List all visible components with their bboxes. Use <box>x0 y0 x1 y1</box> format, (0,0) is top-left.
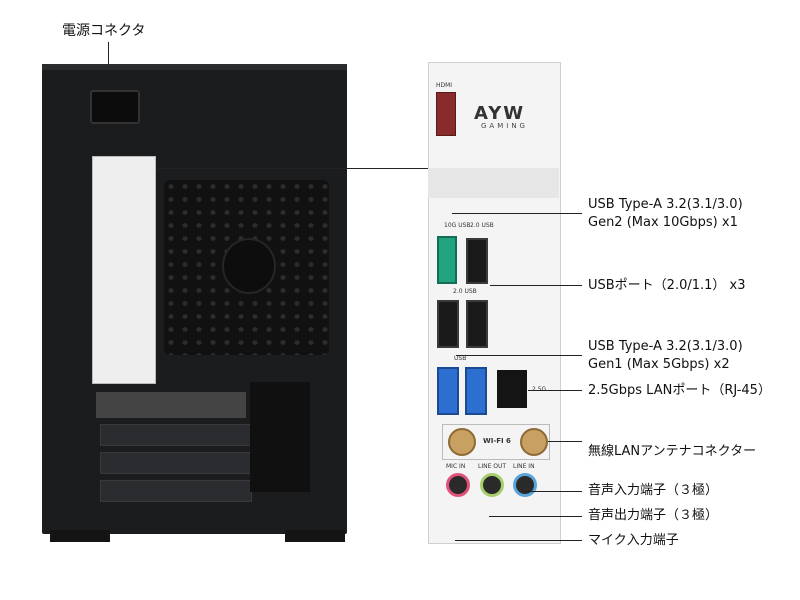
usb-gen1-port[interactable] <box>437 367 459 415</box>
audio-out-label: 音声出力端子（３極） <box>588 508 719 523</box>
gpu-outputs <box>96 392 246 418</box>
mic-in-label: マイク入力端子 <box>588 533 679 548</box>
antenna-connector[interactable] <box>520 428 548 456</box>
usb-20b-label: 2.0 USB <box>453 288 477 295</box>
hdmi-label: HDMI <box>436 82 453 89</box>
lan-leader <box>528 390 582 391</box>
wlan-antenna-label: 無線LANアンテナコネクター <box>588 444 757 459</box>
usb-gen2-port[interactable] <box>437 236 457 284</box>
io-zoom-leader <box>156 168 428 169</box>
wifi-frame <box>442 424 550 460</box>
rear-io-panel-small <box>92 156 156 384</box>
mic-jack[interactable] <box>446 473 470 497</box>
wifi-label: WI-FI 6 <box>483 437 511 445</box>
usb-20-label: 2.0 USB <box>470 222 494 229</box>
usb-10g-label: 10G USB <box>444 222 471 229</box>
case-top-edge <box>42 64 347 70</box>
usb2-ports-label: USBポート（2.0/1.1） x3 <box>588 278 746 293</box>
line-out-label: LINE OUT <box>478 463 507 470</box>
io-panel-band <box>428 168 559 198</box>
usb2-port[interactable] <box>437 300 459 348</box>
power-connector-label: 電源コネクタ <box>62 23 146 39</box>
usb2-leader <box>490 285 582 286</box>
usb-gen1-label-line1: USB Type-A 3.2(3.1/3.0) <box>588 339 743 354</box>
antenna-connector[interactable] <box>448 428 476 456</box>
power-inlet <box>90 90 140 124</box>
usb2-port[interactable] <box>466 238 488 284</box>
expansion-slot <box>100 452 252 474</box>
usb-gen1-leader <box>456 355 582 356</box>
brand-logo: AYW <box>474 103 526 124</box>
usb-gen2-label-line2: Gen2 (Max 10Gbps) x1 <box>588 215 738 230</box>
lan-port-label: 2.5Gbps LANポート（RJ-45） <box>588 383 771 398</box>
mic-label: MIC IN <box>446 463 466 470</box>
usb-gen1-port[interactable] <box>465 367 487 415</box>
antenna-leader <box>548 441 582 442</box>
hdmi-port <box>436 92 456 136</box>
usb-5g-label: USB <box>454 355 467 362</box>
audio-in-leader <box>522 491 582 492</box>
lan-port[interactable] <box>497 370 527 408</box>
fan-hub <box>222 238 276 294</box>
usb2-port[interactable] <box>466 300 488 348</box>
slot-bracket <box>250 382 310 492</box>
rear-fan <box>164 180 329 355</box>
lan-25-label: 2.5G <box>532 386 546 393</box>
line-in-jack[interactable] <box>513 473 537 497</box>
usb-gen2-leader <box>452 213 582 214</box>
line-out-jack[interactable] <box>480 473 504 497</box>
audio-in-label: 音声入力端子（３極） <box>588 483 719 498</box>
usb-gen2-label-line1: USB Type-A 3.2(3.1/3.0) <box>588 197 743 212</box>
audio-out-leader <box>489 516 582 517</box>
line-in-label: LINE IN <box>513 463 535 470</box>
expansion-slot <box>100 424 252 446</box>
mic-leader <box>455 540 582 541</box>
brand-subtitle: GAMING <box>481 122 528 130</box>
expansion-slot <box>100 480 252 502</box>
case-foot-left <box>50 530 110 542</box>
usb-gen1-label-line2: Gen1 (Max 5Gbps) x2 <box>588 357 730 372</box>
case-foot-right <box>285 530 345 542</box>
